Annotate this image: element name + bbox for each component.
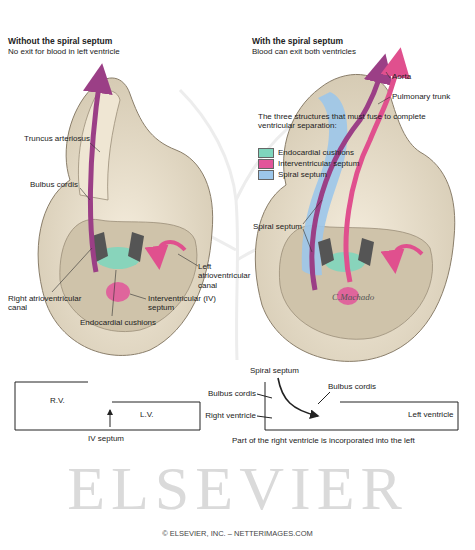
schematic-with-septum — [257, 378, 458, 430]
legend-text: Endocardial cushions — [278, 148, 354, 158]
part-label: Interventricular (IV) septum — [148, 294, 220, 313]
panel-subheading: Blood can exit both ventricles — [252, 47, 452, 56]
panel-subheading: No exit for blood in left ventricle — [8, 47, 208, 56]
part-label: Truncus arteriosus — [14, 134, 90, 143]
part-label: Endocardial cushions — [80, 318, 170, 327]
chamber-label: R.V. — [50, 396, 90, 405]
chamber-label: Left ventricle — [408, 410, 468, 419]
legend-swatch — [258, 148, 274, 158]
part-label: Bulbus cordis — [328, 382, 398, 391]
legend-row: Interventricular septum — [258, 159, 359, 169]
legend-row: Endocardial cushions — [258, 148, 354, 158]
legend-swatch — [258, 170, 274, 180]
panel-heading: Without the spiral septum — [8, 36, 208, 46]
note: Part of the right ventricle is incorpora… — [232, 436, 470, 445]
panel-heading: With the spiral septum — [252, 36, 452, 46]
heart-without-septum — [38, 78, 213, 355]
part-label: IV septum — [88, 434, 148, 443]
copyright: © ELSEVIER, INC. – NETTERIMAGES.COM — [8, 530, 467, 539]
legend-text: Spiral septum — [278, 170, 327, 180]
legend-swatch — [258, 159, 274, 169]
signature: C.Machado — [332, 292, 402, 303]
watermark: ELSEVIER — [8, 452, 467, 525]
leader-lines — [52, 72, 390, 316]
part-label: Bulbus cordis — [14, 180, 78, 189]
part-label: Bulbus cordis — [200, 389, 256, 398]
chamber-label: Right ventricle — [196, 411, 256, 420]
part-label: Spiral septum — [250, 366, 330, 375]
legend-heading: The three structures that must fuse to c… — [258, 112, 448, 131]
part-label: Pulmonary trunk — [392, 92, 470, 101]
part-label: Right atrioventricular canal — [8, 294, 88, 313]
schematic-without-septum — [15, 382, 200, 430]
part-label: Aorta — [392, 72, 462, 81]
part-label: Left atrioventricular canal — [198, 262, 260, 290]
part-label: Spiral septum — [240, 222, 302, 231]
heart-with-septum — [255, 62, 454, 361]
legend-row: Spiral septum — [258, 170, 327, 180]
chamber-label: L.V. — [140, 410, 180, 419]
legend-text: Interventricular septum — [278, 159, 359, 169]
